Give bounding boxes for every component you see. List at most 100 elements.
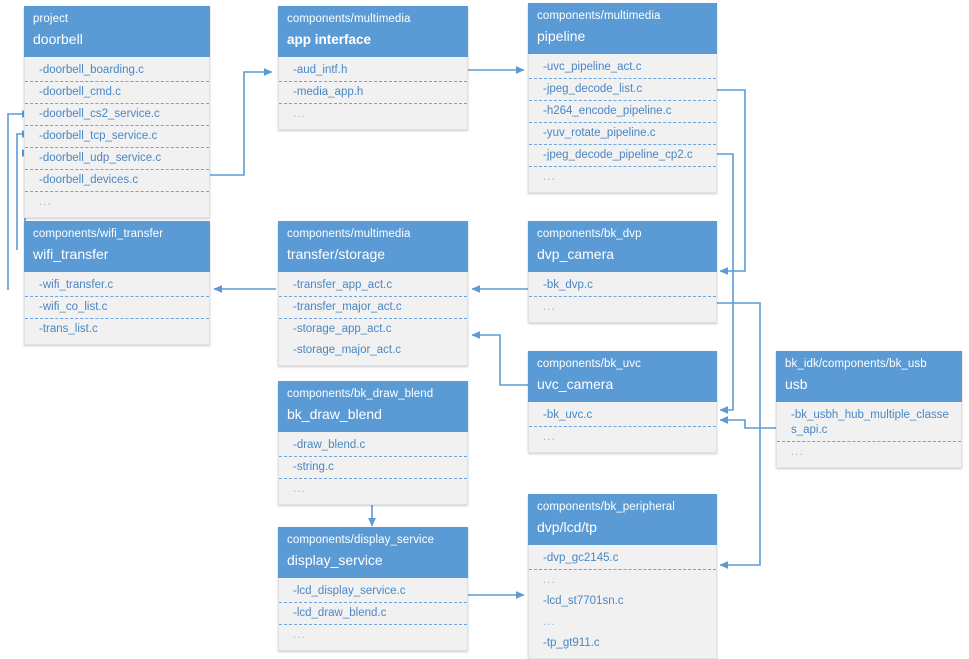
node-path: components/multimedia bbox=[537, 10, 661, 22]
node-path: components/display_service bbox=[287, 534, 435, 546]
file-row-ellipsis: ... bbox=[293, 108, 306, 120]
edge-dvp-camera-to-bk-peripheral bbox=[717, 302, 761, 569]
node-file-list: -bk_uvc.c ... bbox=[528, 402, 717, 453]
file-row: -h264_encode_pipeline.c bbox=[529, 101, 716, 123]
file-row: -storage_app_act.c bbox=[293, 323, 392, 335]
file-row: -trans_list.c bbox=[39, 323, 98, 335]
node-path: components/wifi_transfer bbox=[33, 228, 164, 240]
file-row: -doorbell_devices.c bbox=[25, 170, 209, 192]
node-header: components/bk_peripheral dvp/lcd/tp bbox=[528, 494, 717, 545]
node-header: components/bk_uvc uvc_camera bbox=[528, 351, 717, 402]
node-file-list: -bk_usbh_hub_multiple_classes_api.c ... bbox=[776, 402, 962, 468]
node-file-list: -aud_intf.h -media_app.h ... bbox=[278, 57, 468, 130]
edge-uvc-camera-to-transfer-storage bbox=[471, 331, 528, 386]
file-row: -lcd_st7701sn.c bbox=[543, 595, 624, 607]
node-header: components/multimedia pipeline bbox=[528, 3, 717, 54]
node-title: dvp/lcd/tp bbox=[537, 519, 597, 535]
file-row: -tp_gt911.c bbox=[543, 637, 600, 649]
file-row: -yuv_rotate_pipeline.c bbox=[529, 123, 716, 145]
node-file-list: -bk_dvp.c ... bbox=[528, 272, 717, 323]
node-dvp-camera[interactable]: components/bk_dvp dvp_camera -bk_dvp.c .… bbox=[528, 221, 717, 323]
node-path: components/bk_peripheral bbox=[537, 501, 675, 513]
node-title: pipeline bbox=[537, 28, 586, 44]
file-row: -doorbell_boarding.c bbox=[25, 60, 209, 82]
node-title: app interface bbox=[287, 32, 372, 47]
edge-pipeline-to-uvc-camera bbox=[717, 153, 734, 414]
file-row: -jpeg_decode_pipeline_cp2.c bbox=[529, 145, 716, 167]
node-doorbell[interactable]: project doorbell -doorbell_boarding.c -d… bbox=[24, 6, 210, 218]
file-row: -draw_blend.c bbox=[279, 435, 467, 457]
node-header: project doorbell bbox=[24, 6, 210, 57]
node-path: components/bk_dvp bbox=[537, 228, 642, 240]
node-header: components/multimedia app interface bbox=[278, 6, 468, 57]
node-pipeline[interactable]: components/multimedia pipeline -uvc_pipe… bbox=[528, 3, 717, 193]
edge-pipeline-to-dvp-camera bbox=[717, 89, 746, 275]
file-row-ellipsis: ... bbox=[543, 431, 556, 443]
file-row: -bk_uvc.c bbox=[529, 405, 716, 427]
node-title: transfer/storage bbox=[287, 246, 386, 262]
file-row: -bk_dvp.c bbox=[529, 275, 716, 297]
node-header: components/bk_dvp dvp_camera bbox=[528, 221, 717, 272]
file-row: -lcd_draw_blend.c bbox=[279, 603, 467, 625]
file-row-ellipsis: ... bbox=[293, 629, 306, 641]
file-row: -storage_major_act.c bbox=[293, 344, 402, 356]
file-row-ellipsis: ... bbox=[293, 483, 306, 495]
file-row: -transfer_app_act.c bbox=[279, 275, 467, 297]
node-header: components/multimedia transfer/storage bbox=[278, 221, 468, 272]
file-row: -lcd_display_service.c bbox=[279, 581, 467, 603]
file-row: -string.c bbox=[279, 457, 467, 479]
node-file-list: -uvc_pipeline_act.c -jpeg_decode_list.c … bbox=[528, 54, 717, 193]
node-title: wifi_transfer bbox=[33, 246, 109, 262]
node-title: display_service bbox=[287, 552, 383, 568]
file-row: -media_app.h bbox=[279, 82, 467, 104]
file-row: -wifi_co_list.c bbox=[25, 297, 209, 319]
node-title: dvp_camera bbox=[537, 246, 615, 262]
file-row: -uvc_pipeline_act.c bbox=[529, 57, 716, 79]
file-row: -wifi_transfer.c bbox=[25, 275, 209, 297]
file-row: -doorbell_tcp_service.c bbox=[25, 126, 209, 148]
file-row-ellipsis: ... bbox=[39, 196, 52, 208]
file-row-ellipsis: ... bbox=[543, 171, 556, 183]
node-header: components/bk_draw_blend bk_draw_blend bbox=[278, 381, 468, 432]
node-header: components/wifi_transfer wifi_transfer bbox=[24, 221, 210, 272]
node-transfer-storage[interactable]: components/multimedia transfer/storage -… bbox=[278, 221, 468, 366]
node-header: bk_idk/components/bk_usb usb bbox=[776, 351, 962, 402]
node-title: doorbell bbox=[33, 31, 83, 47]
node-wifi-transfer[interactable]: components/wifi_transfer wifi_transfer -… bbox=[24, 221, 210, 345]
node-file-list: -doorbell_boarding.c -doorbell_cmd.c -do… bbox=[24, 57, 210, 218]
node-uvc-camera[interactable]: components/bk_uvc uvc_camera -bk_uvc.c .… bbox=[528, 351, 717, 453]
node-title: uvc_camera bbox=[537, 376, 614, 392]
node-bk-draw-blend[interactable]: components/bk_draw_blend bk_draw_blend -… bbox=[278, 381, 468, 505]
node-file-list: -draw_blend.c -string.c ... bbox=[278, 432, 468, 505]
node-path: components/multimedia bbox=[287, 228, 411, 240]
file-row: -aud_intf.h bbox=[279, 60, 467, 82]
node-app-interface[interactable]: components/multimedia app interface -aud… bbox=[278, 6, 468, 130]
node-header: components/display_service display_servi… bbox=[278, 527, 468, 578]
node-file-list: -dvp_gc2145.c ... -lcd_st7701sn.c ... -t… bbox=[528, 545, 717, 659]
file-row-ellipsis: ... bbox=[543, 301, 556, 313]
file-row-ellipsis: ... bbox=[543, 616, 556, 628]
node-path: components/bk_draw_blend bbox=[287, 388, 434, 400]
edge-doorbell-to-app-interface bbox=[210, 68, 273, 176]
file-row: -dvp_gc2145.c bbox=[529, 548, 716, 570]
file-row: -doorbell_cs2_service.c bbox=[25, 104, 209, 126]
node-bk-peripheral[interactable]: components/bk_peripheral dvp/lcd/tp -dvp… bbox=[528, 494, 717, 659]
file-row: -doorbell_udp_service.c bbox=[25, 148, 209, 170]
node-file-list: -lcd_display_service.c -lcd_draw_blend.c… bbox=[278, 578, 468, 651]
file-row: -bk_usbh_hub_multiple_classes_api.c bbox=[777, 405, 961, 442]
node-usb[interactable]: bk_idk/components/bk_usb usb -bk_usbh_hu… bbox=[776, 351, 962, 468]
node-title: bk_draw_blend bbox=[287, 406, 382, 422]
node-path: components/bk_uvc bbox=[537, 358, 641, 370]
node-path: components/multimedia bbox=[287, 13, 411, 25]
file-row-ellipsis: ... bbox=[543, 574, 556, 586]
node-path: bk_idk/components/bk_usb bbox=[785, 358, 927, 370]
node-file-list: -wifi_transfer.c -wifi_co_list.c -trans_… bbox=[24, 272, 210, 345]
node-display-service[interactable]: components/display_service display_servi… bbox=[278, 527, 468, 651]
node-path: project bbox=[33, 13, 69, 25]
node-file-list: -transfer_app_act.c -transfer_major_act.… bbox=[278, 272, 468, 366]
node-title: usb bbox=[785, 376, 808, 392]
file-row: -transfer_major_act.c bbox=[279, 297, 467, 319]
file-row: -jpeg_decode_list.c bbox=[529, 79, 716, 101]
file-row: -doorbell_cmd.c bbox=[25, 82, 209, 104]
